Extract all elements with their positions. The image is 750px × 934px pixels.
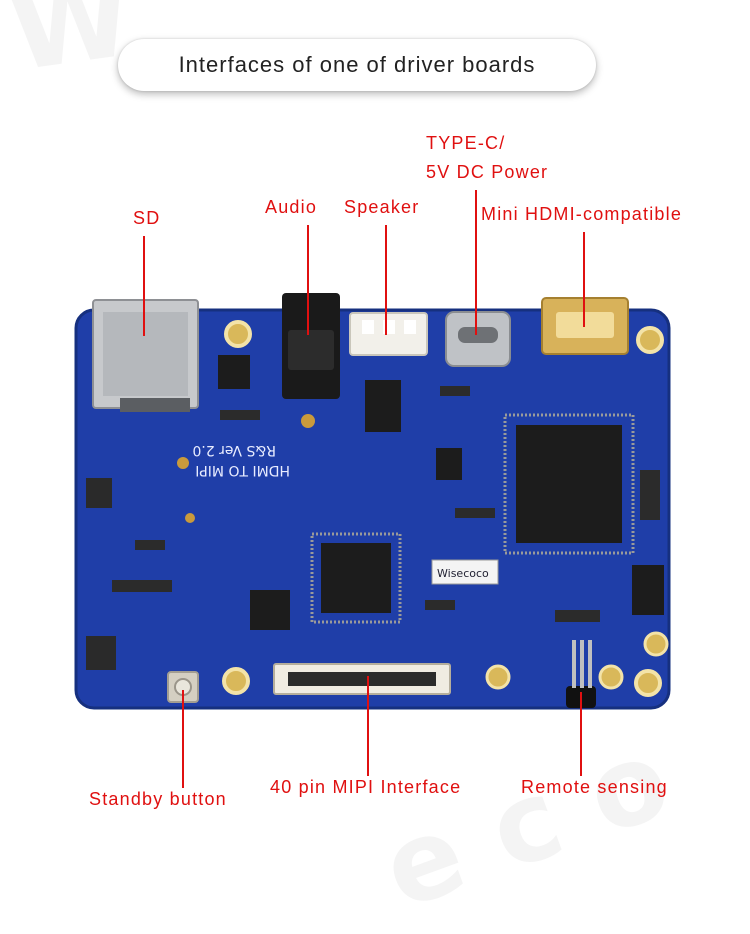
label-mini-hdmi: Mini HDMI-compatible	[481, 204, 683, 224]
smd-components	[112, 386, 660, 622]
leader-line-speaker	[385, 225, 387, 335]
ic-small-4	[436, 448, 462, 480]
mount-hole-r	[643, 631, 669, 657]
mount-hole-ml	[485, 664, 511, 690]
leader-line-typec	[475, 190, 477, 335]
leader-line-audio	[307, 225, 309, 335]
main-ic	[516, 425, 622, 543]
mount-hole-tr	[636, 326, 664, 354]
ic-small-3	[632, 565, 664, 615]
mount-hole-tl	[224, 320, 252, 348]
bridge-ic	[321, 543, 391, 613]
leader-line-remote	[580, 692, 582, 776]
mount-hole-bl	[222, 667, 250, 695]
mount-hole-br	[634, 669, 662, 697]
driver-board-image: Wisecoco HDMI TO MIPI R&S Ver 2.0	[74, 293, 671, 710]
label-standby: Standby button	[89, 789, 227, 809]
ic-small-1	[218, 355, 250, 389]
label-remote: Remote sensing	[521, 777, 668, 797]
label-typec-line1: TYPE-C/	[426, 133, 506, 153]
inductor	[86, 636, 116, 670]
leader-line-sd	[143, 236, 145, 336]
pcb-texture	[74, 308, 671, 710]
ic-small-2	[250, 590, 290, 630]
via-gold	[301, 414, 315, 428]
via-gold-3	[185, 513, 195, 523]
leader-line-standby	[182, 690, 184, 788]
page-title: Interfaces of one of driver boards	[118, 39, 596, 91]
leader-line-mipi	[367, 676, 369, 776]
leader-line-mini-hdmi	[583, 232, 585, 327]
silkscreen-version: R&S Ver 2.0	[192, 442, 276, 458]
label-typec-line2: 5V DC Power	[426, 162, 549, 182]
label-speaker: Speaker	[344, 197, 420, 217]
label-audio: Audio	[265, 197, 318, 217]
brand-sticker-text: Wisecoco	[437, 567, 489, 580]
pcb-board	[76, 310, 669, 708]
brand-sticker	[431, 559, 499, 585]
label-sd: SD	[133, 208, 161, 228]
inductor-2	[86, 478, 112, 508]
ic-soic	[365, 380, 401, 432]
mount-hole-mr	[598, 664, 624, 690]
label-mipi: 40 pin MIPI Interface	[270, 777, 462, 797]
via-gold-2	[177, 457, 189, 469]
silkscreen-model: HDMI TO MIPI	[195, 462, 290, 478]
